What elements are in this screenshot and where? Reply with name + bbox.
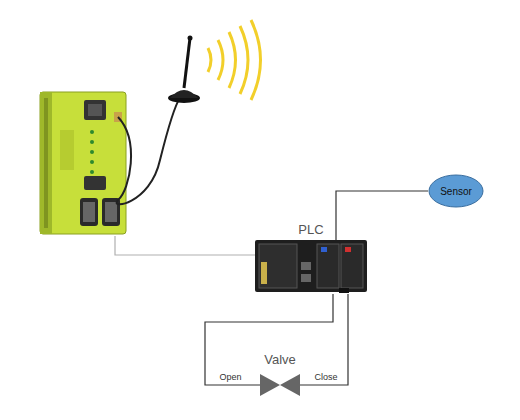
- sensor-shape: [429, 175, 483, 207]
- plc-terminal: [261, 262, 267, 284]
- node-title: Valve: [264, 352, 296, 368]
- plc-led: [321, 247, 327, 252]
- valve-half: [280, 374, 300, 396]
- valve-half: [260, 374, 280, 396]
- plc-panel: [259, 244, 297, 288]
- modem-link: [115, 236, 255, 255]
- plc-module: [341, 244, 363, 288]
- node-title: PLC: [255, 222, 367, 238]
- plc-port: [301, 274, 311, 282]
- signal-wire: [336, 191, 428, 240]
- plc-module: [317, 244, 339, 288]
- plc-led: [345, 247, 351, 252]
- antenna-cable: [116, 98, 180, 204]
- signal-wire: [300, 294, 348, 385]
- plc-body: [255, 240, 367, 292]
- valve-symbol: Valve: [256, 352, 304, 398]
- plc-unit: PLC: [255, 222, 367, 294]
- node-title: Sensor: [440, 186, 472, 197]
- plc-port: [301, 262, 311, 270]
- radio-waves: [208, 20, 261, 100]
- plc-foot: [339, 288, 349, 293]
- sensor-ellipse: Sensor: [428, 174, 484, 208]
- wire-label: Open: [217, 372, 243, 383]
- wire-label: Close: [312, 372, 339, 383]
- gsm-modem: [40, 92, 126, 234]
- antenna: [168, 36, 200, 104]
